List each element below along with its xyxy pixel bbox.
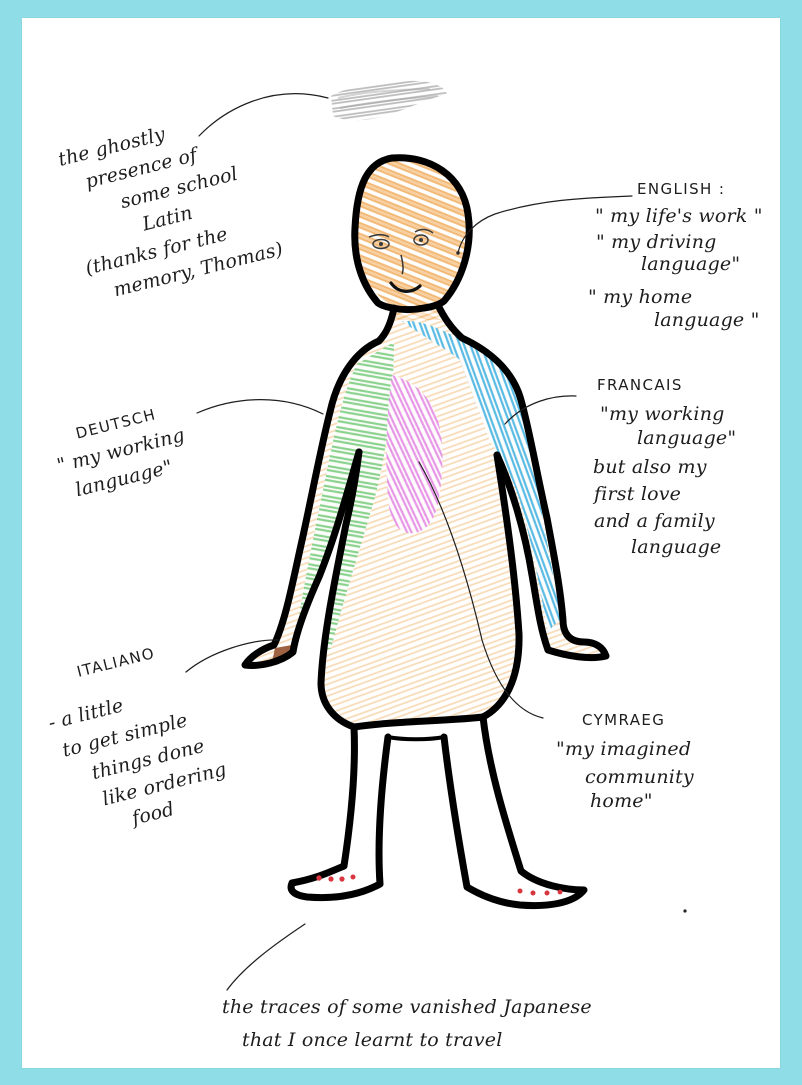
italiano-title: ITALIANO (75, 644, 157, 681)
japanese-line-2: that I once learnt to travel (242, 1029, 502, 1051)
deutsch-annotation: DEUTSCH " my working language" (49, 400, 194, 504)
italiano-annotation: ITALIANO - a little to get simple things… (36, 634, 235, 844)
francais-line-3: but also my (593, 456, 707, 478)
cymraeg-annotation: CYMRAEG "my imagined community home" (556, 711, 694, 812)
japanese-leader (227, 924, 305, 990)
english-line-3: language" (641, 253, 740, 275)
english-line-1: " my life's work " (595, 205, 763, 227)
latin-grey-scribble (331, 81, 447, 120)
english-line-2: " my driving (596, 231, 717, 253)
deutsch-leader (197, 400, 323, 414)
francais-line-1: "my working (600, 403, 725, 425)
english-title: ENGLISH : (637, 180, 725, 198)
cymraeg-title: CYMRAEG (582, 711, 665, 729)
figure-colour-fills (240, 140, 620, 920)
francais-line-4: first love (592, 483, 681, 505)
cymraeg-line-3: home" (590, 790, 653, 812)
francais-title: FRANCAIS (597, 376, 683, 394)
latin-annotation: the ghostly presence of some school Lati… (56, 102, 285, 307)
cymraeg-line-1: "my imagined (556, 738, 691, 760)
english-annotation: ENGLISH : " my life's work " " my drivin… (588, 180, 763, 331)
english-line-5: language " (654, 309, 760, 331)
francais-line-6: language (631, 536, 721, 558)
japanese-line-1: the traces of some vanished Japanese (222, 996, 592, 1018)
francais-annotation: FRANCAIS "my working language" but also … (592, 376, 736, 558)
francais-line-2: language" (637, 427, 736, 449)
latin-leader (199, 94, 328, 136)
japanese-annotation: the traces of some vanished Japanese tha… (222, 996, 592, 1051)
cymraeg-line-2: community (585, 766, 694, 788)
pencil-dot (683, 909, 686, 912)
english-line-4: " my home (588, 286, 692, 308)
francais-line-5: and a family (594, 510, 715, 532)
